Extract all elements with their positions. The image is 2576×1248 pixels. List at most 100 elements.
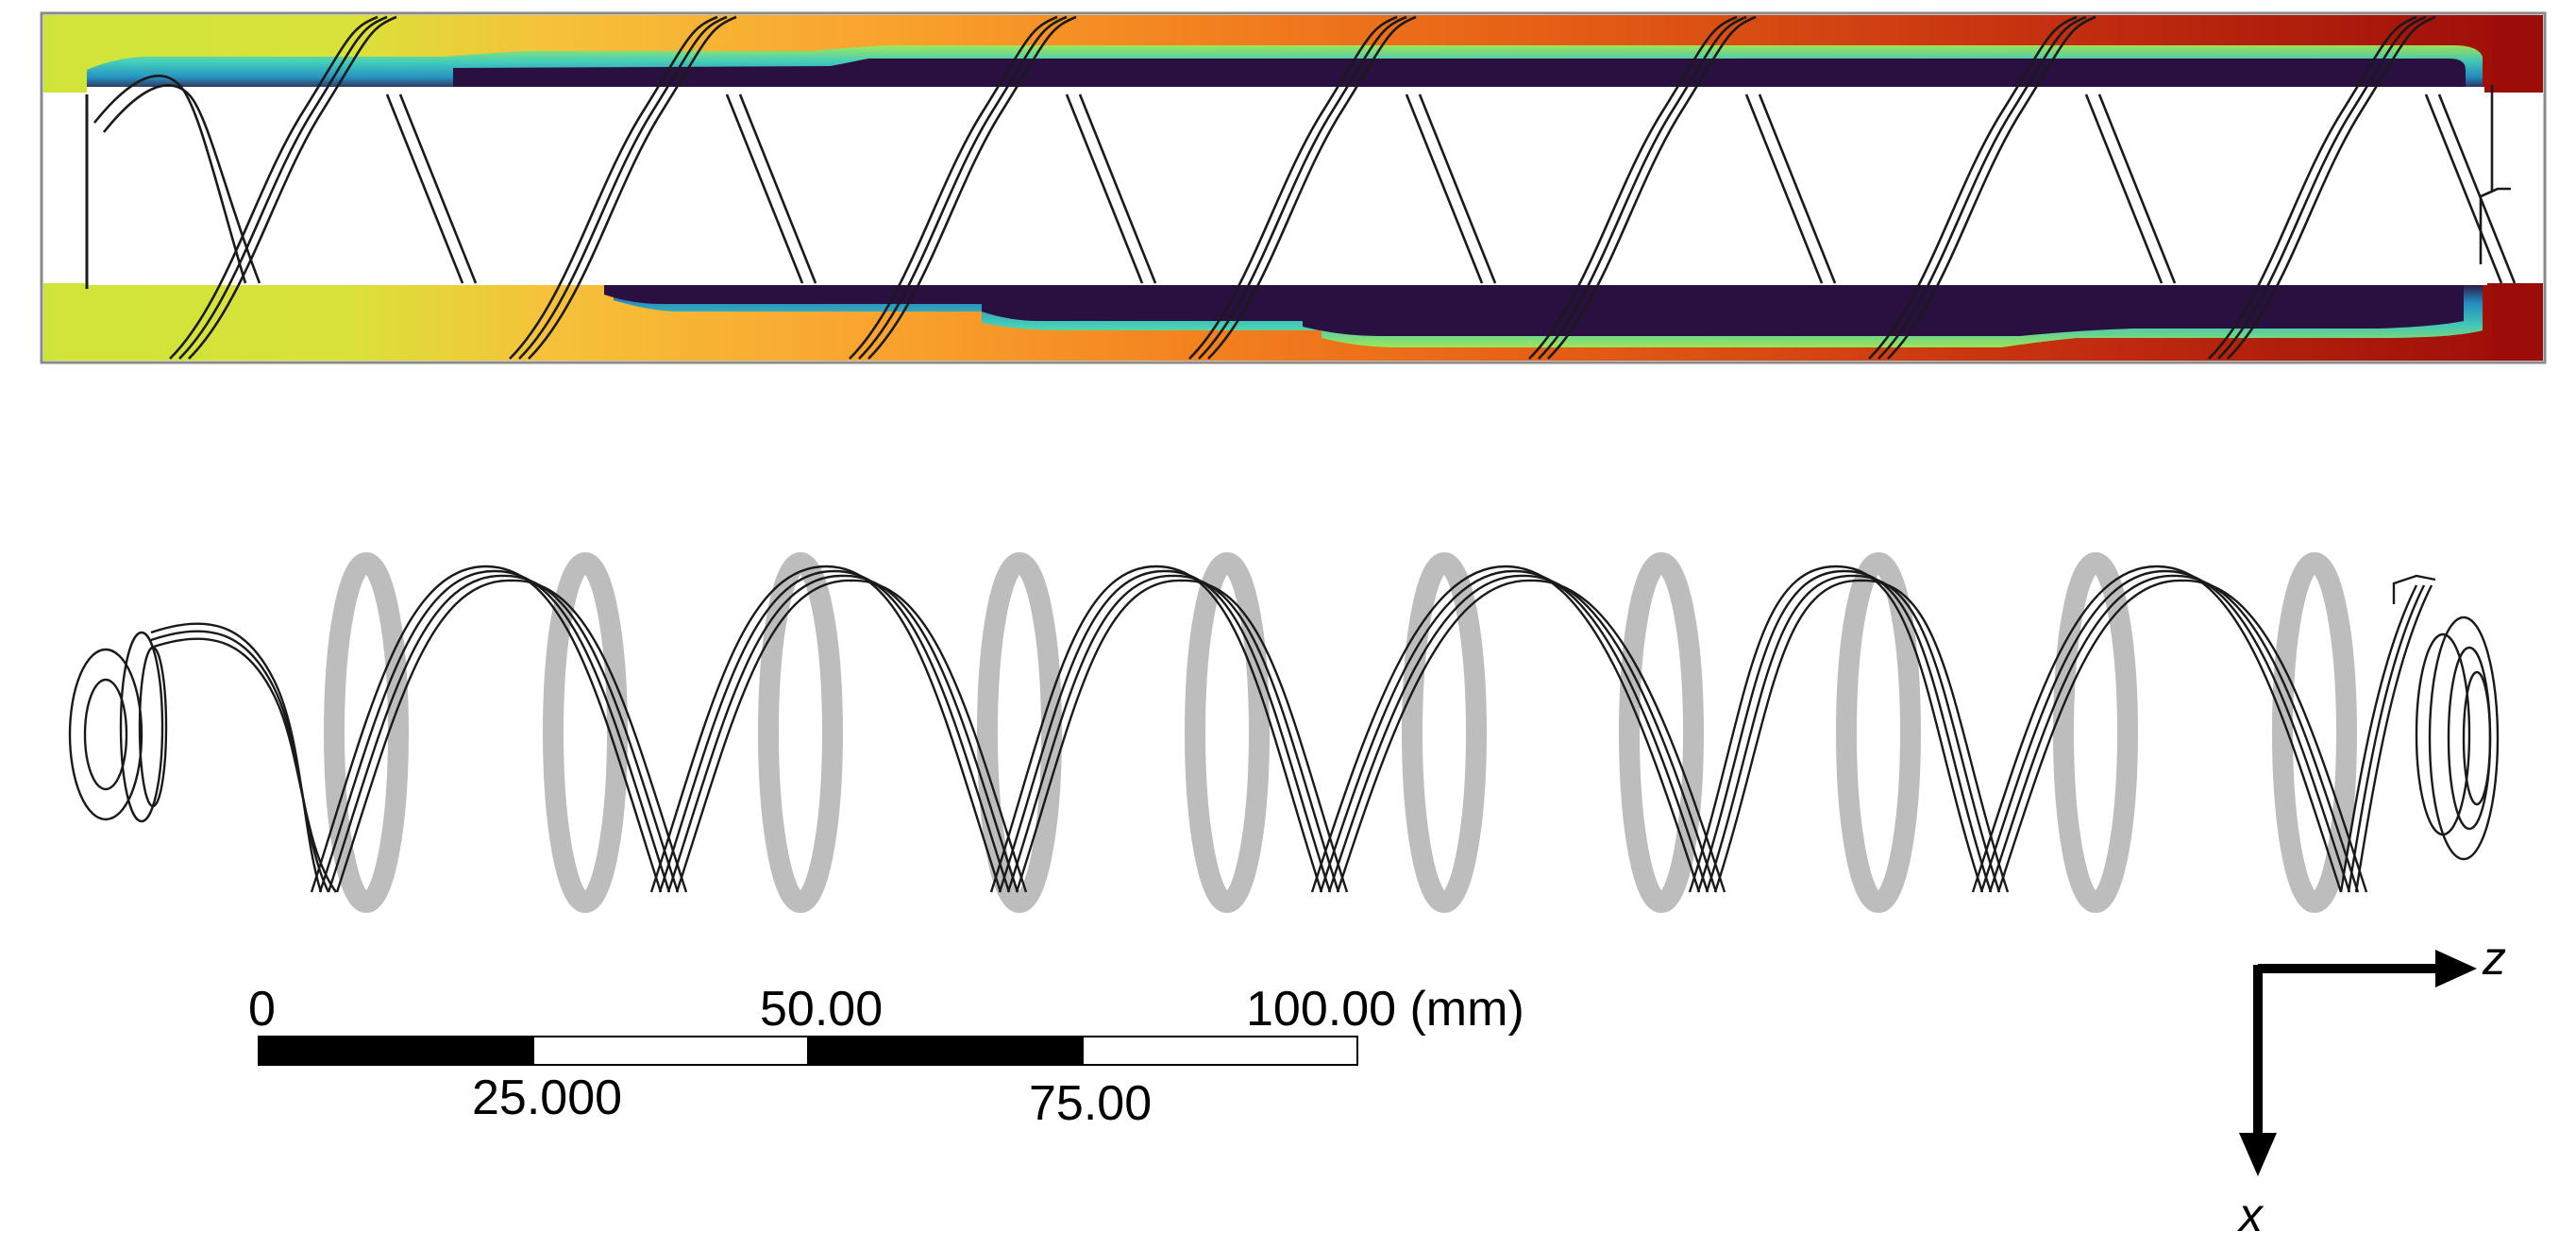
axis-x-label: x <box>2237 1189 2265 1241</box>
cross-section-ellipse <box>1619 552 1704 913</box>
scale-seg-0-25 <box>258 1036 534 1066</box>
helix-arch-strand <box>989 565 1323 893</box>
helix-arch-strand <box>327 574 680 893</box>
helix-arch-strand <box>1688 565 1984 893</box>
helix-front-strand <box>1538 15 1747 360</box>
helix-front-strand <box>1207 15 1417 360</box>
helix-arch-strand <box>1996 579 2368 893</box>
helix-front-strand <box>509 15 718 360</box>
helix-back-strand <box>1065 93 1144 284</box>
lower-channel <box>85 278 2487 347</box>
helix-front-strand <box>1188 15 1398 360</box>
helix-back-strand <box>1758 93 1837 284</box>
cross-section-ellipse <box>758 552 843 913</box>
helix-front-strand <box>188 15 397 360</box>
helix-arch-strand <box>649 565 1002 893</box>
helix-front-strand <box>1877 15 2087 360</box>
helix-inlet-lead <box>150 637 337 893</box>
helix-front-strand <box>518 15 728 360</box>
helix-arch-strand <box>998 569 1332 893</box>
scale-label-0: 0 <box>248 982 276 1037</box>
outlet-rings <box>2392 574 2500 861</box>
scale-seg-75-100 <box>1082 1036 1358 1066</box>
helix-panel <box>68 552 2500 913</box>
helix-arch-strand <box>666 574 1019 893</box>
helix-back-strand <box>385 93 464 284</box>
helix-front-strand <box>2217 15 2427 360</box>
helix-front-strand <box>169 15 379 360</box>
scale-label-100: 100.00 (mm) <box>1246 982 1524 1037</box>
helix-front-strand <box>2208 15 2417 360</box>
helix-back-strand <box>1078 93 1157 284</box>
cross-section-ellipse <box>1402 552 1487 913</box>
helix-front-strand <box>867 15 1077 360</box>
helix-arch-strand <box>310 565 663 893</box>
helix-arch-strand <box>1319 569 1709 893</box>
helix-back-strand <box>2437 93 2517 284</box>
helix-back-strand <box>1744 93 1824 284</box>
axis-x-arrowhead <box>2239 1133 2277 1176</box>
helix-arch-strand <box>1713 579 2010 893</box>
helix-arch-strand <box>658 569 1011 893</box>
inlet-rings <box>68 631 168 823</box>
scale-bar: 0 50.00 100.00 (mm) 25.000 75.00 <box>248 982 1524 1131</box>
cross-section-ellipse <box>324 552 409 913</box>
helix-back-strand <box>1405 93 1484 284</box>
helix-arch-strand <box>1705 574 2001 893</box>
helix-arch-strand <box>1696 569 1993 893</box>
helix-outlet-lead <box>2347 584 2426 893</box>
scale-label-25: 25.000 <box>472 1071 622 1125</box>
helix-back-strand <box>398 93 478 284</box>
helix-wire-traces-side <box>150 565 2433 893</box>
helix-arch-strand <box>1015 579 1349 893</box>
helix-inlet-lead <box>150 630 330 893</box>
helix-arch-strand <box>335 579 688 893</box>
outlet-wall-lower <box>2492 283 2543 361</box>
helix-arch-strand <box>1979 569 2351 893</box>
helix-front-strand <box>1868 15 2078 360</box>
helix-arch-strand <box>1988 574 2360 893</box>
helix-front-strand <box>2227 15 2436 360</box>
helix-arch-strand <box>1336 579 1726 893</box>
helix-front-strand <box>1547 15 1757 360</box>
helix-outlet-lead <box>2354 584 2433 893</box>
helix-back-strand <box>725 93 804 284</box>
cross-section-ellipse <box>2053 552 2138 913</box>
helix-arch-strand <box>1310 565 1701 893</box>
helix-inlet-lead <box>150 622 323 893</box>
helix-arch-strand <box>675 579 1028 893</box>
helix-arch-strand <box>1006 574 1340 893</box>
axis-z-label: z <box>2482 932 2506 985</box>
cross-section-ellipse <box>977 552 1062 913</box>
axes-triad: z x <box>2237 932 2506 1241</box>
helix-outlet-lead <box>2339 584 2418 893</box>
outlet-bracket <box>2479 85 2511 264</box>
scale-label-75: 75.00 <box>1029 1076 1152 1131</box>
helix-back-strand <box>2097 93 2177 284</box>
scale-seg-25-50 <box>532 1036 809 1066</box>
helix-back-strand <box>738 93 817 284</box>
helix-back-strand <box>1418 93 1497 284</box>
helix-front-strand <box>858 15 1068 360</box>
helix-front-strand <box>1528 15 1738 360</box>
cross-section-ellipse <box>1836 552 1921 913</box>
contour-panel <box>40 11 2547 364</box>
helix-arch-strand <box>318 569 671 893</box>
helix-front-strand <box>1887 15 2096 360</box>
helix-back-strand <box>2084 93 2164 284</box>
helix-front-strand <box>178 15 388 360</box>
axis-z-arrowhead <box>2435 950 2477 987</box>
helix-front-strand <box>1198 15 1407 360</box>
helix-inlet-strand <box>102 84 261 284</box>
outlet-wall <box>2492 15 2543 93</box>
cross-section-ellipse <box>1185 552 1270 913</box>
scale-label-50: 50.00 <box>760 982 883 1037</box>
cross-section-ellipse <box>2272 552 2357 913</box>
helix-front-strand <box>849 15 1058 360</box>
helix-front-strand <box>528 15 737 360</box>
helix-arch-strand <box>1327 574 1718 893</box>
helix-back-strand <box>2424 93 2503 284</box>
scale-seg-50-75 <box>807 1036 1084 1066</box>
helix-wire-traces-top <box>93 15 2517 360</box>
